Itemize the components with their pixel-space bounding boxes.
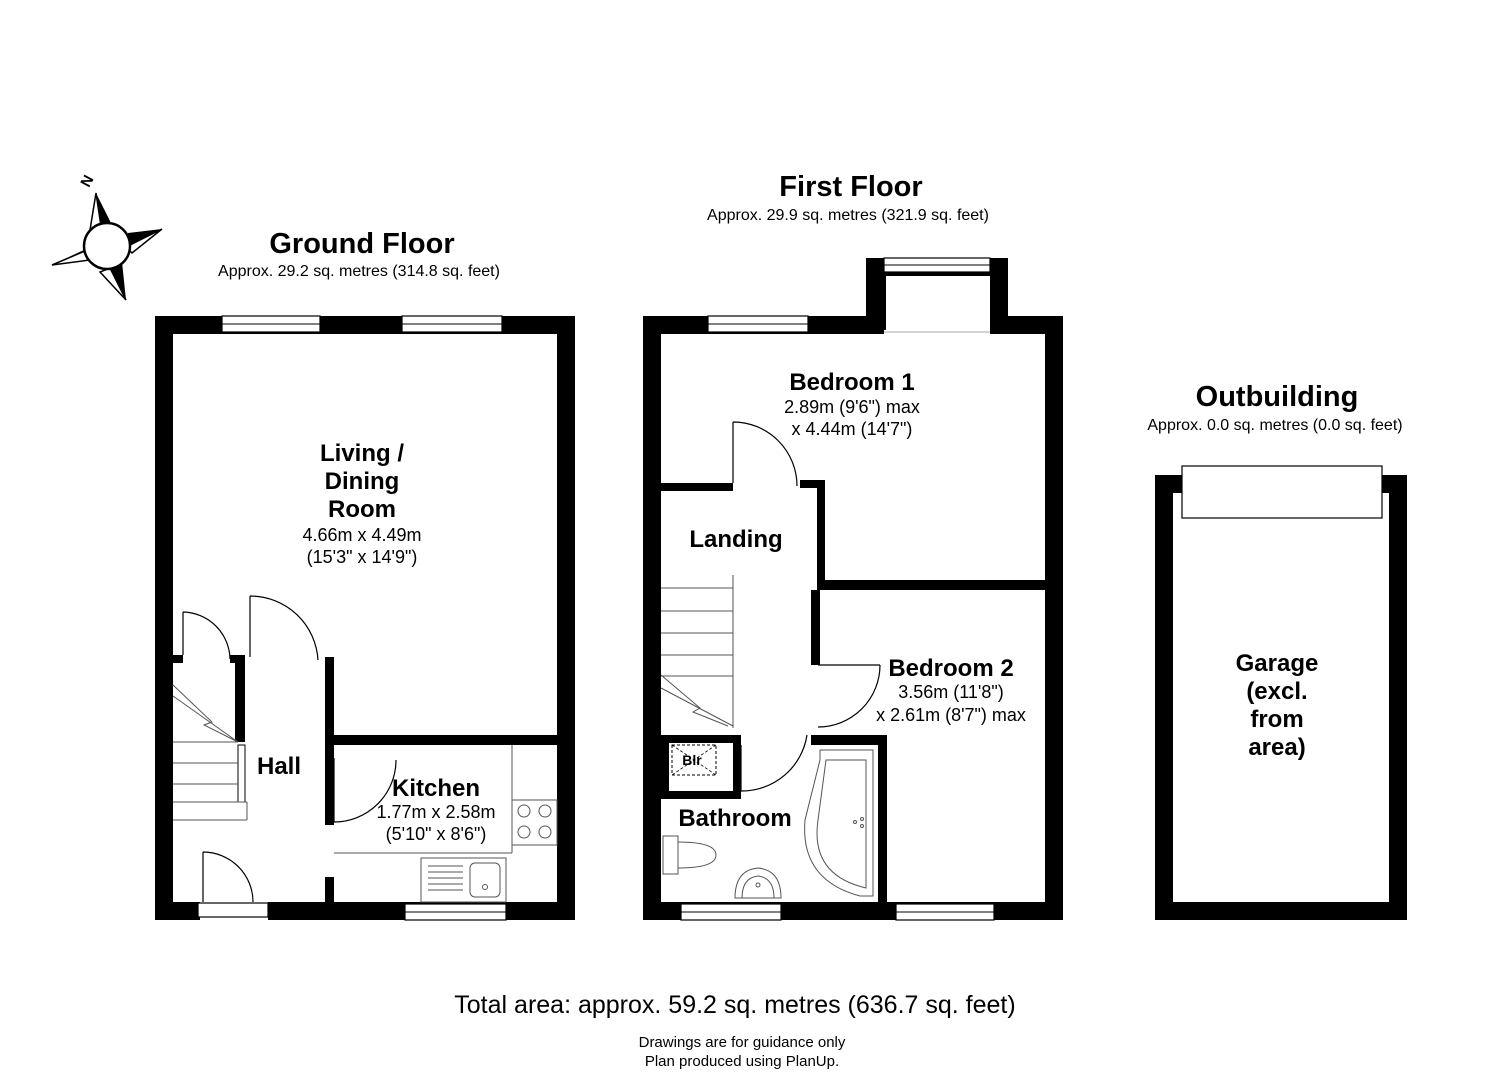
bathroom-fittings [662, 749, 874, 899]
stairs-first [660, 575, 734, 728]
first-floor-title: First Floor [779, 171, 922, 203]
kitchen-name: Kitchen [392, 775, 480, 802]
living-room-name-line: Dining [325, 468, 400, 495]
compass-icon: N [51, 172, 163, 301]
bedroom2-name: Bedroom 2 [888, 655, 1013, 682]
ground-floor-plan [155, 315, 575, 921]
garage-name-line: (excl. [1246, 678, 1307, 705]
front-door [202, 851, 254, 903]
garage-name-line: area) [1248, 734, 1305, 761]
outbuilding-area: Approx. 0.0 sq. metres (0.0 sq. feet) [1147, 417, 1402, 434]
living-room-dims: 4.66m x 4.49m [302, 525, 421, 545]
outbuilding-title: Outbuilding [1196, 381, 1359, 413]
outbuilding-plan [1155, 465, 1407, 920]
ground-floor-title: Ground Floor [269, 228, 454, 260]
bedroom2-dims: 3.56m (11'8") [898, 682, 1004, 702]
bedroom1-name: Bedroom 1 [789, 369, 914, 396]
disclaimer-note: Drawings are for guidance only [639, 1034, 846, 1051]
kitchen-fittings [334, 745, 558, 903]
garage-name-line: from [1250, 706, 1303, 733]
boiler-label: Blr [682, 752, 702, 768]
living-room-dims-imperial: (15'3" x 14'9") [307, 547, 418, 567]
stairs-ground [172, 684, 248, 821]
compass-north-label: N [77, 172, 97, 190]
kitchen-dims-imperial: (5'10" x 8'6") [386, 824, 487, 844]
total-area: Total area: approx. 59.2 sq. metres (636… [454, 991, 1015, 1019]
garage-name-line: Garage [1236, 650, 1319, 677]
living-room-name-line: Living / [320, 440, 404, 467]
kitchen-dims: 1.77m x 2.58m [376, 802, 495, 822]
bedroom1-dims-imperial: x 4.44m (14'7") [792, 419, 913, 439]
first-floor-plan [643, 257, 1063, 921]
landing-name: Landing [689, 526, 782, 553]
garage-door [1181, 465, 1383, 519]
first-floor-area: Approx. 29.9 sq. metres (321.9 sq. feet) [707, 207, 989, 224]
bedroom1-dims: 2.89m (9'6") max [784, 397, 920, 417]
bathroom-name: Bathroom [678, 805, 791, 832]
living-room-name-line: Room [328, 496, 396, 523]
hall-name: Hall [257, 753, 301, 780]
ground-floor-area: Approx. 29.2 sq. metres (314.8 sq. feet) [218, 263, 500, 280]
producer-note: Plan produced using PlanUp. [645, 1053, 839, 1070]
bedroom2-dims-imperial: x 2.61m (8'7") max [876, 705, 1026, 725]
